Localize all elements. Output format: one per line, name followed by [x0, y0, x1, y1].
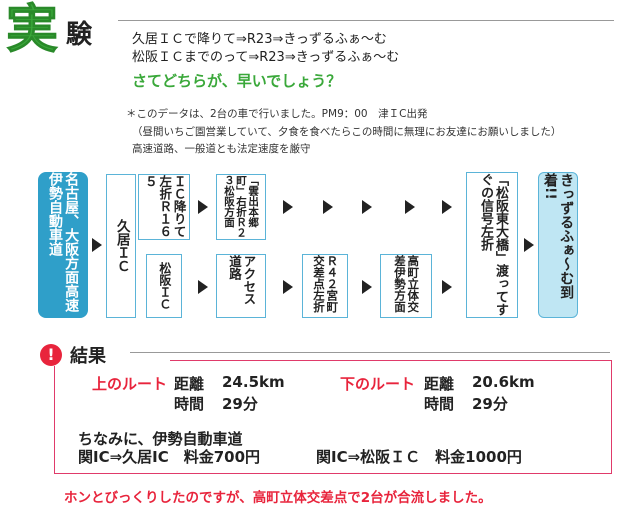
- arrow-icon: [362, 200, 372, 214]
- result-divider: [130, 352, 610, 353]
- arrow-icon: [442, 200, 452, 214]
- lower-time-label: 時間: [424, 395, 455, 413]
- title-ken: 験: [66, 20, 93, 50]
- route-down-text: 松阪ＩＣまでのって⇒R23⇒きっずるふぁ～む: [132, 50, 400, 65]
- arrow-icon: [283, 280, 293, 294]
- lower-route-label: 下のルート: [340, 375, 416, 393]
- lower-step-1: 松阪ＩＣ: [146, 254, 182, 318]
- arrow-icon: [323, 200, 333, 214]
- exclamation-icon: !: [40, 344, 62, 366]
- arrow-icon: [442, 280, 452, 294]
- arrow-icon: [524, 238, 534, 252]
- aside-text: ちなみに、伊勢自動車道: [78, 430, 243, 448]
- fare-1: 関IC⇒久居IC 料金700円: [78, 448, 261, 466]
- lower-step-2: アクセス道路: [216, 254, 266, 318]
- upper-time-label: 時間: [174, 395, 205, 413]
- upper-dist-value: 24.5km: [222, 373, 285, 391]
- question-text: さてどちらが、早いでしょう？: [132, 72, 342, 90]
- arrow-icon: [198, 280, 208, 294]
- note-line-2: （昼間いちご園営業していて、夕食を食べたらこの時間に無理にお友達にお願いしました…: [132, 126, 562, 138]
- title-mi: 実: [5, 0, 59, 61]
- route-up-text: 久居ＩＣで降りて⇒R23⇒きっずるふぁ～む: [132, 32, 387, 47]
- upper-step-2: 「雲出本郷町」右折Ｒ２３松阪方面: [216, 174, 266, 240]
- arrow-icon: [405, 200, 415, 214]
- start-box: 名古屋、大阪方面高速 伊勢自動車道: [38, 172, 88, 326]
- arrow-icon: [198, 200, 208, 214]
- lower-step-3: Ｒ４２宮町交差点左折: [302, 254, 348, 318]
- upper-dist-label: 距離: [174, 375, 205, 393]
- fare-2: 関IC⇒松阪ＩＣ 料金1000円: [316, 448, 522, 466]
- title-divider: [118, 20, 614, 21]
- arrow-icon: [92, 238, 102, 252]
- hisai-ic-box: 久居ＩＣ: [106, 174, 136, 318]
- footer-note: ホンとびっくりしたのですが、高町立体交差点で2台が合流しました。: [64, 490, 492, 506]
- upper-time-value: 29分: [222, 395, 258, 413]
- note-line-1: ＊このデータは、2台の車で行いました。PM9：00 津ＩC出発: [126, 108, 428, 120]
- note-line-3: 高速道路、一般道とも法定速度を厳守: [132, 143, 311, 155]
- lower-dist-value: 20.6km: [472, 373, 535, 391]
- result-frame: [54, 360, 612, 474]
- lower-step-4: 高町立体交差伊勢方面: [380, 254, 432, 318]
- arrow-icon: [362, 280, 372, 294]
- lower-dist-label: 距離: [424, 375, 455, 393]
- lower-time-value: 29分: [472, 395, 508, 413]
- goal-box: きっずるふぁ～む到着!!: [538, 172, 578, 318]
- arrow-icon: [283, 200, 293, 214]
- upper-route-label: 上のルート: [92, 375, 168, 393]
- merge-box: 「松阪東大橋」渡ってすぐの信号左折: [466, 172, 518, 318]
- result-title: 結果: [70, 346, 106, 367]
- upper-step-1: ＩＣ降りて左折Ｒ１６５: [138, 174, 190, 240]
